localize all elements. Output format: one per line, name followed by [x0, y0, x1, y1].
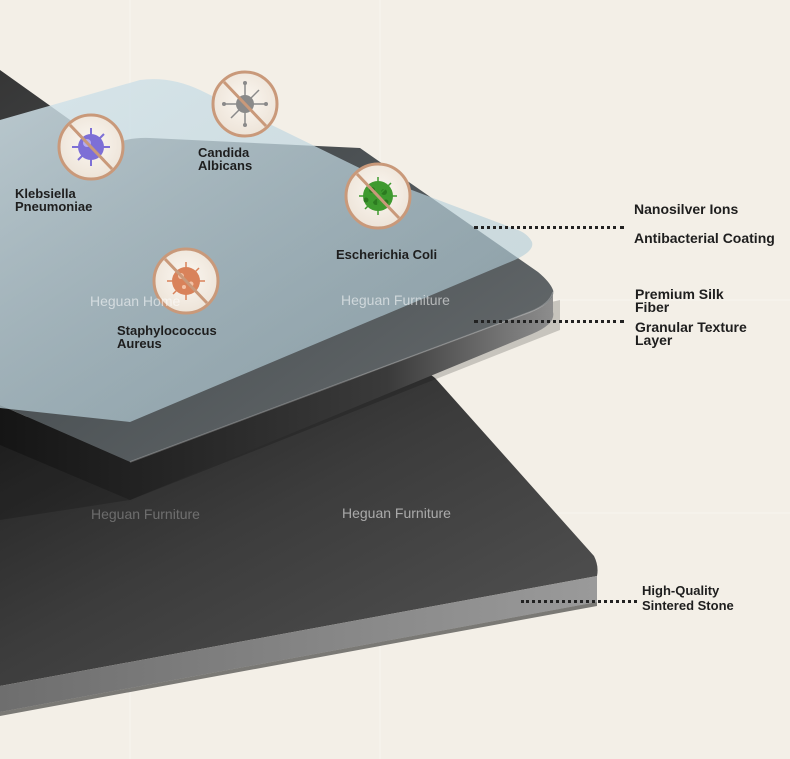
sintered-stone-label: High-Quality Sintered Stone: [642, 583, 734, 613]
leader-coating: [474, 226, 624, 229]
candida-label-line1: Candida: [198, 145, 250, 160]
nanosilver-ions-label: Nanosilver Ions: [634, 201, 739, 217]
klebsiella-label-line2: Pneumoniae: [15, 199, 93, 214]
leader-texture: [474, 320, 624, 323]
ecoli-label: Escherichia Coli: [336, 248, 437, 261]
sintered-stone-label-line2: Sintered Stone: [642, 598, 734, 613]
ecoli-label-line1: Escherichia Coli: [336, 247, 438, 262]
granular-texture-label: Granular Texture Layer: [635, 319, 747, 348]
silk-fiber-label-line1: Premium Silk: [635, 286, 724, 302]
staphylococcus-label: Staphylococcus Aureus: [117, 324, 217, 350]
granular-texture-label-line1: Granular Texture: [635, 319, 747, 335]
candida-icon: [211, 70, 279, 138]
ecoli-icon: [344, 162, 412, 230]
watermark-heguan-furniture-left: Heguan Furniture: [91, 506, 200, 522]
staphylococcus-label-line1: Staphylococcus: [117, 323, 217, 338]
granular-texture-label-line2: Layer: [635, 332, 673, 348]
antibacterial-coating-layer: [0, 79, 533, 422]
watermark-heguan-furniture-center: Heguan Furniture: [342, 505, 451, 521]
antibacterial-coating-label: Antibacterial Coating: [634, 230, 775, 246]
klebsiella-label: Klebsiella Pneumoniae: [15, 187, 92, 213]
staphylococcus-label-line2: Aureus: [117, 336, 162, 351]
silk-fiber-label-line2: Fiber: [635, 299, 670, 315]
klebsiella-label-line1: Klebsiella: [15, 186, 76, 201]
watermark-heguan-furniture-top: Heguan Furniture: [341, 292, 450, 308]
candida-label: Candida Albicans: [198, 146, 252, 172]
candida-label-line2: Albicans: [198, 158, 253, 173]
leader-stone: [521, 600, 637, 603]
sintered-stone-label-line1: High-Quality: [642, 583, 720, 598]
klebsiella-icon: [57, 113, 125, 181]
staphylococcus-icon: [152, 247, 220, 315]
watermark-heguan-home: Heguan Home: [90, 293, 181, 309]
silk-fiber-label: Premium Silk Fiber: [635, 286, 724, 315]
